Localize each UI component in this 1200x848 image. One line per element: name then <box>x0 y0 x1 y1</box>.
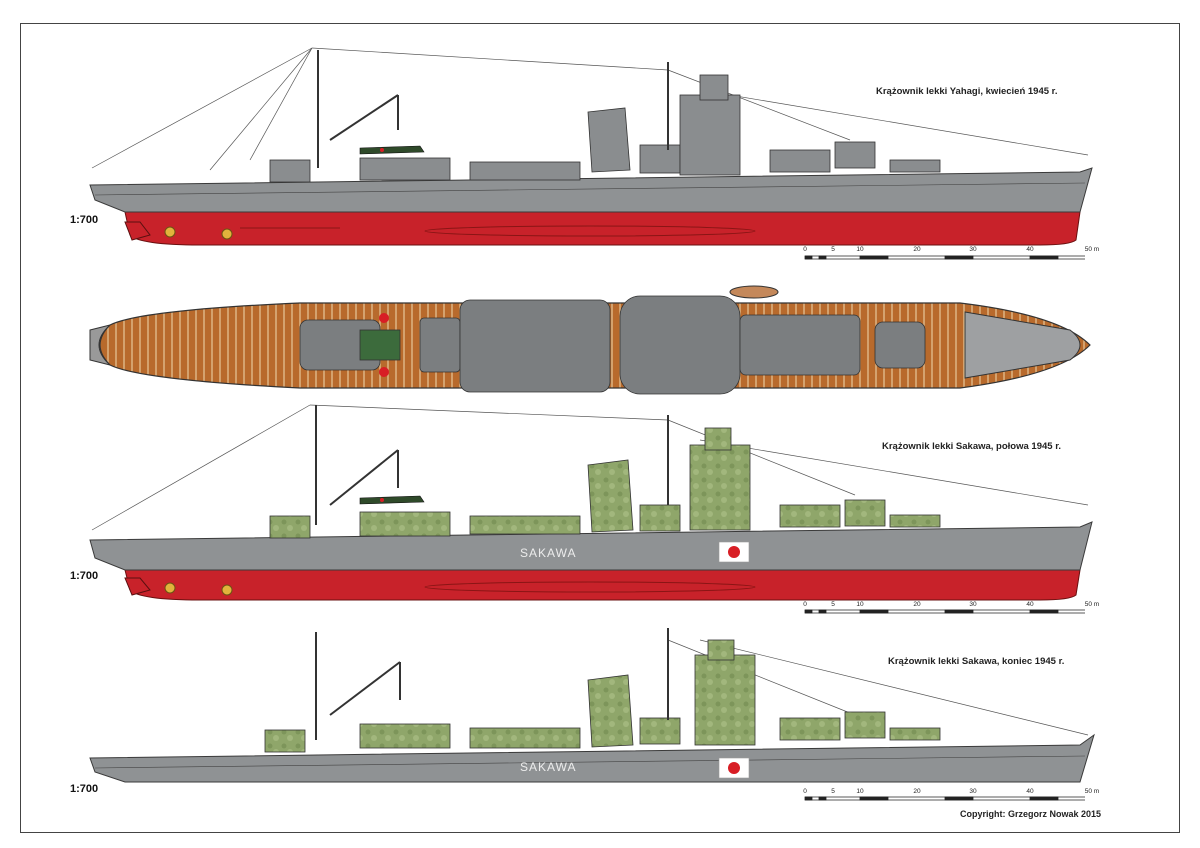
scale-tick-20: 20 <box>913 788 921 795</box>
lower-hull-red <box>124 211 1081 246</box>
scale-tick-5: 5 <box>831 246 835 253</box>
scale-tick-30: 30 <box>969 601 977 608</box>
scale-bars <box>804 255 1085 801</box>
hull-name-sakawa-end: SAKAWA <box>520 760 577 774</box>
aircraft-icon <box>359 495 425 505</box>
scale-tick-0: 0 <box>803 601 807 608</box>
scale-tick-5: 5 <box>831 788 835 795</box>
drawing-sheet-border <box>20 23 1180 833</box>
profile-sakawa-mid-1945 <box>89 404 1093 601</box>
scale-tick-5: 5 <box>831 601 835 608</box>
caption-sakawa-mid: Krążownik lekki Sakawa, połowa 1945 r. <box>882 441 1062 452</box>
profile-yahagi <box>89 47 1093 246</box>
scale-tick-0: 0 <box>803 246 807 253</box>
hull-grey <box>89 733 1095 783</box>
scale-tick-50: 50 m <box>1084 246 1100 253</box>
scale-tick-40: 40 <box>1026 601 1034 608</box>
upper-hull-grey <box>89 521 1093 571</box>
scale-tick-30: 30 <box>969 788 977 795</box>
lower-hull-red <box>124 569 1081 601</box>
scale-label-3: 1:700 <box>70 783 99 795</box>
caption-sakawa-end: Krążownik lekki Sakawa, koniec 1945 r. <box>888 656 1065 667</box>
hull-name-sakawa-mid: SAKAWA <box>520 546 577 560</box>
upper-hull-grey <box>89 167 1093 213</box>
scale-tick-40: 40 <box>1026 246 1034 253</box>
scale-tick-30: 30 <box>969 246 977 253</box>
caption-yahagi: Krążownik lekki Yahagi, kwiecień 1945 r. <box>876 86 1058 97</box>
scale-tick-40: 40 <box>1026 788 1034 795</box>
scale-tick-50: 50 m <box>1084 601 1100 608</box>
scale-tick-10: 10 <box>856 601 864 608</box>
profile-sakawa-end-1945 <box>89 628 1095 783</box>
scale-tick-50: 50 m <box>1084 788 1100 795</box>
aircraft-icon <box>359 145 425 155</box>
copyright-text: Copyright: Grzegorz Nowak 2015 <box>960 809 1102 819</box>
scale-label-1: 1:700 <box>70 214 99 226</box>
plan-view-yahagi <box>89 285 1091 395</box>
scale-label-2: 1:700 <box>70 570 99 582</box>
scale-tick-10: 10 <box>856 246 864 253</box>
scale-tick-20: 20 <box>913 601 921 608</box>
scale-tick-10: 10 <box>856 788 864 795</box>
scale-tick-20: 20 <box>913 246 921 253</box>
scale-tick-0: 0 <box>803 788 807 795</box>
